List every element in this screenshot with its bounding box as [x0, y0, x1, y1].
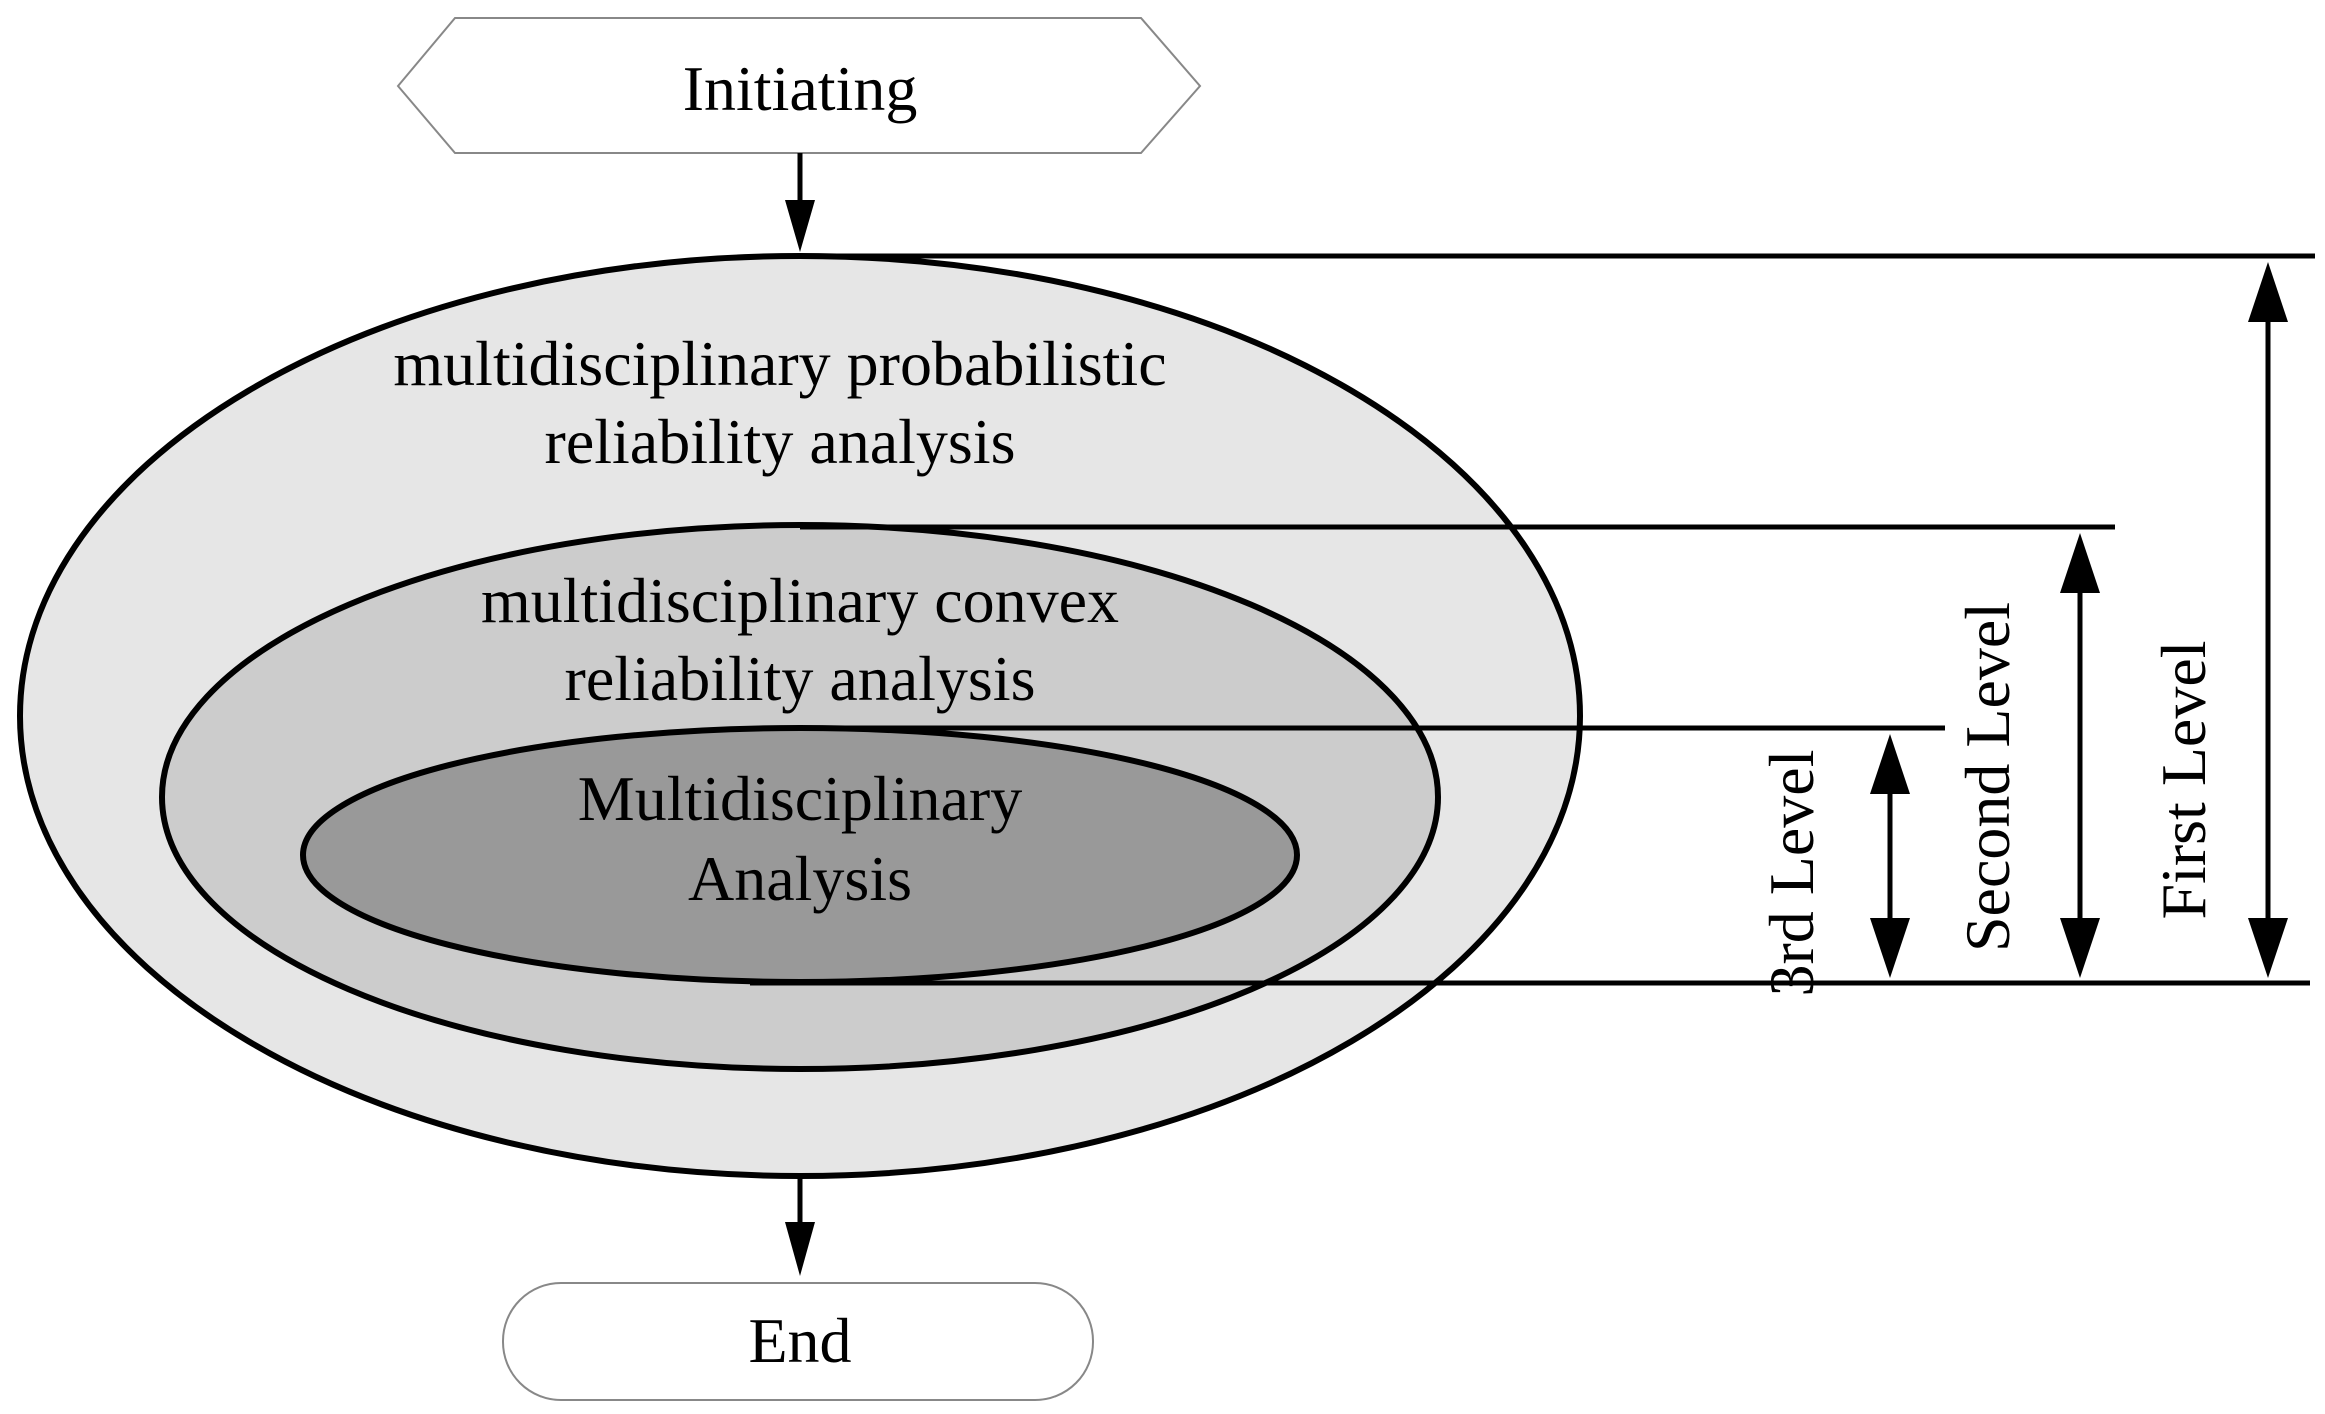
- third-level-arrowhead-up: [1870, 734, 1910, 794]
- third-level-label-clip: 3rd Level: [1756, 750, 1827, 997]
- outer-layer-label-line1: multidisciplinary probabilistic: [393, 328, 1166, 399]
- end-label: End: [748, 1305, 851, 1376]
- first-level-arrowhead-down: [2248, 918, 2288, 978]
- inner-layer-label-line2: Analysis: [688, 843, 912, 914]
- second-level-arrowhead-down: [2060, 918, 2100, 978]
- end-terminal: [502, 1282, 1094, 1401]
- outer-layer-label-line2: reliability analysis: [545, 406, 1016, 477]
- second-level-arrowhead-up: [2060, 533, 2100, 593]
- start-arrowhead: [785, 200, 815, 252]
- third-level-arrowhead-down: [1870, 918, 1910, 978]
- middle-layer-label-line1: multidisciplinary convex: [481, 565, 1119, 636]
- middle-layer-label-line2: reliability analysis: [565, 643, 1036, 714]
- first-level-label: First Level: [2148, 640, 2219, 919]
- first-level-arrowhead-up: [2248, 262, 2288, 322]
- start-terminal: [396, 17, 1202, 154]
- inner-layer-label-line1: Multidisciplinary: [578, 763, 1022, 834]
- start-label: Initiating: [683, 53, 918, 124]
- second-level-label: Second Level: [1952, 602, 2023, 952]
- third-level-label: 3rd Level: [1756, 750, 1827, 997]
- end-arrowhead: [785, 1222, 815, 1276]
